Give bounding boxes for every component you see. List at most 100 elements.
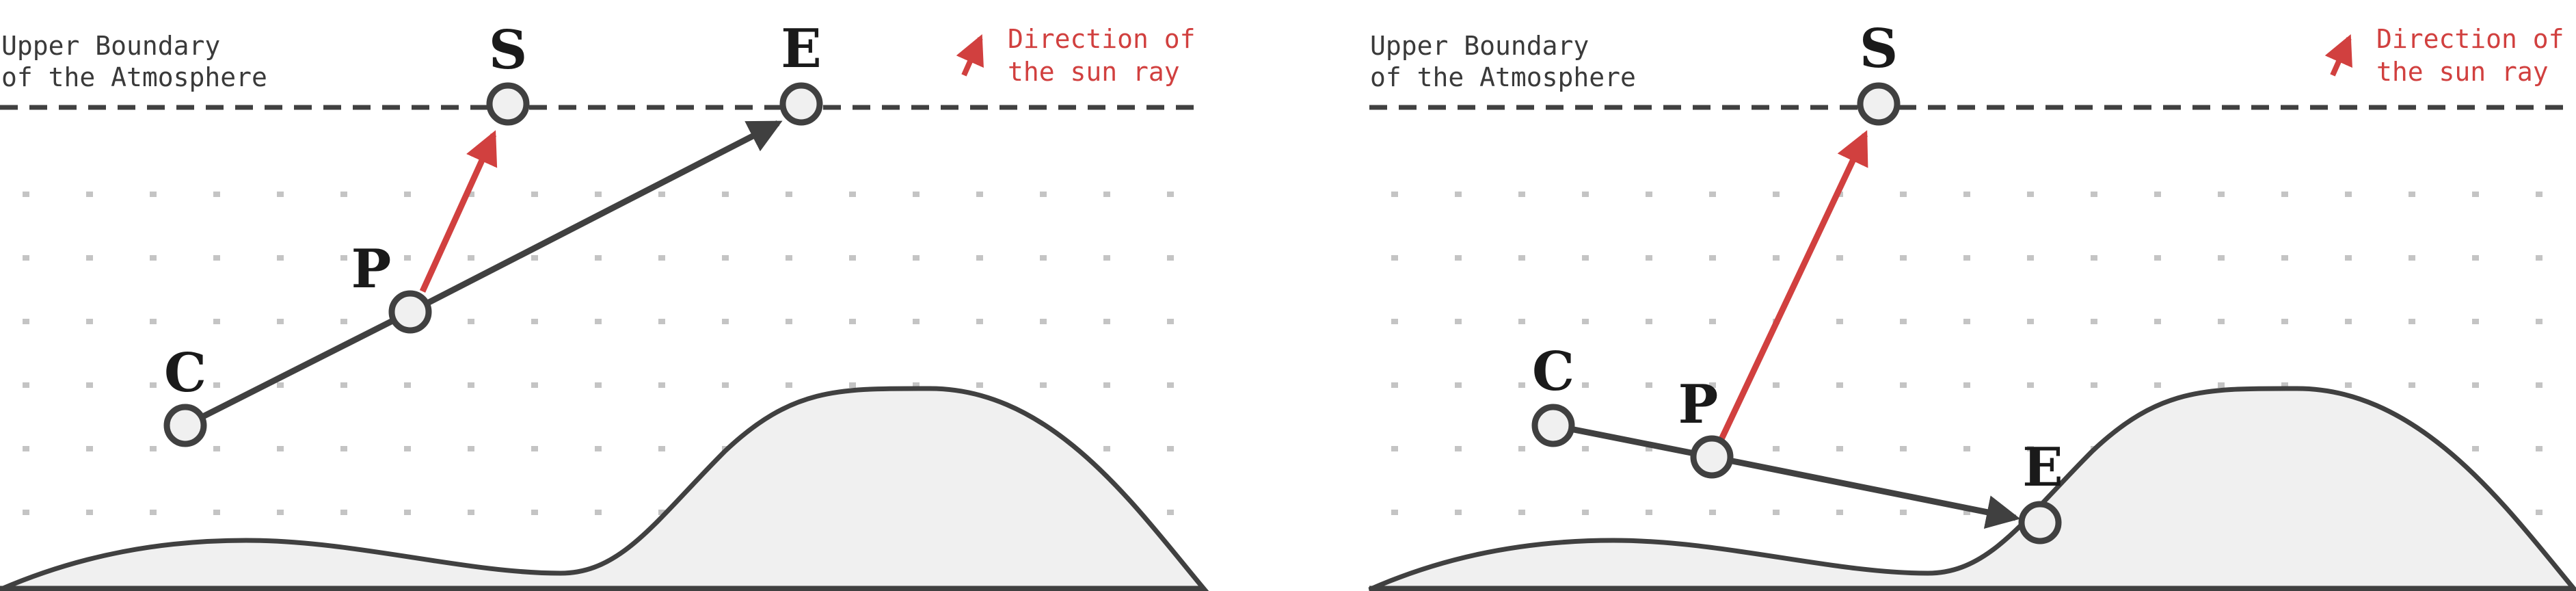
grid-dot [2218,192,2225,197]
grid-dot [86,510,93,515]
grid-dot [1709,319,1716,324]
grid-dot [1167,319,1174,324]
grid-dot [468,382,474,388]
grid-dot [531,510,538,515]
grid-dot [468,192,474,197]
grid-dot [213,255,220,261]
grid-dot [2154,382,2161,388]
grid-dot [277,319,284,324]
grid-dot [404,510,411,515]
grid-dot [786,255,792,261]
grid-dot [404,192,411,197]
grid-dot [2281,382,2288,388]
grid-dot [1646,192,1652,197]
grid-dot [213,382,220,388]
grid-dot [1646,255,1652,261]
grid-dot [23,382,29,388]
boundary-label-line2: of the Atmosphere [1,62,267,92]
sun-label-line1: Direction of [1008,24,1196,54]
grid-dot [2472,255,2479,261]
grid-dot [150,446,157,451]
grid-dot [658,510,665,515]
grid-dot [2409,382,2415,388]
grid-dot [1963,192,1970,197]
grid-dot [2281,319,2288,324]
grid-dot [849,319,856,324]
grid-dot [2472,446,2479,451]
grid-dot [2091,319,2097,324]
grid-dot [2472,192,2479,197]
grid-dot [468,510,474,515]
grid-dot [2091,192,2097,197]
sun-direction-legend-arrow [956,34,984,77]
grid-dot [2281,192,2288,197]
panel-left: Upper Boundary of the Atmosphere Directi… [0,18,1209,591]
grid-dot [1900,446,1907,451]
grid-dot [340,319,347,324]
view-ray-c-to-p [1553,422,1713,460]
grid-dot [1040,192,1047,197]
grid-dot [86,319,93,324]
grid-dot [1518,319,1525,324]
grid-dot [2218,319,2225,324]
grid-dot [1646,319,1652,324]
grid-dot [1391,255,1398,261]
grid-dot [1963,510,1970,515]
grid-dot [213,446,220,451]
sun-label-line1: Direction of [2376,24,2564,54]
grid-dot [976,382,983,388]
grid-dot [150,319,157,324]
grid-dot [2281,255,2288,261]
point-c-label: C [164,342,206,404]
grid-dot [1709,382,1716,388]
grid-dot [1709,192,1716,197]
grid-dot [1773,192,1780,197]
grid-dot [976,319,983,324]
grid-dot [1582,319,1589,324]
grid-dot [2536,382,2543,388]
grid-dot [2027,446,2034,451]
grid-dot [1103,446,1110,451]
grid-dot [531,255,538,261]
grid-dot [2345,382,2352,388]
grid-dot [722,255,729,261]
boundary-label-line1: Upper Boundary [1370,31,1589,61]
grid-dot [1773,255,1780,261]
grid-dot [1582,446,1589,451]
grid-dot [1836,319,1843,324]
grid-dot [468,446,474,451]
grid-dot [340,255,347,261]
ground-terrain [0,386,1209,591]
grid-dot [2218,382,2225,388]
grid-dot [277,192,284,197]
grid-dot [1103,255,1110,261]
grid-dot [1963,446,1970,451]
sun-label-line2: the sun ray [2376,57,2549,87]
grid-dot [277,446,284,451]
grid-dot [1836,382,1843,388]
grid-dot [23,255,29,261]
grid-dot [2027,319,2034,324]
grid-dot [849,382,856,388]
point-p-label: P [1678,373,1719,436]
grid-dot [1167,255,1174,261]
grid-dot [658,319,665,324]
view-ray-p-to-e [1711,454,2021,529]
grid-dot [340,446,347,451]
grid-dot [150,510,157,515]
boundary-label-line1: Upper Boundary [1,31,220,61]
grid-dot [1900,382,1907,388]
point-p-marker [388,290,432,334]
grid-dot [722,192,729,197]
grid-dot [1582,510,1589,515]
grid-dot [1391,446,1398,451]
grid-dot [595,446,602,451]
grid-dot [976,192,983,197]
grid-dot [213,192,220,197]
point-c-marker [1531,404,1575,447]
grid-dot [86,192,93,197]
grid-dot [1455,510,1462,515]
grid-dot [2536,510,2543,515]
point-e-marker [779,82,823,126]
